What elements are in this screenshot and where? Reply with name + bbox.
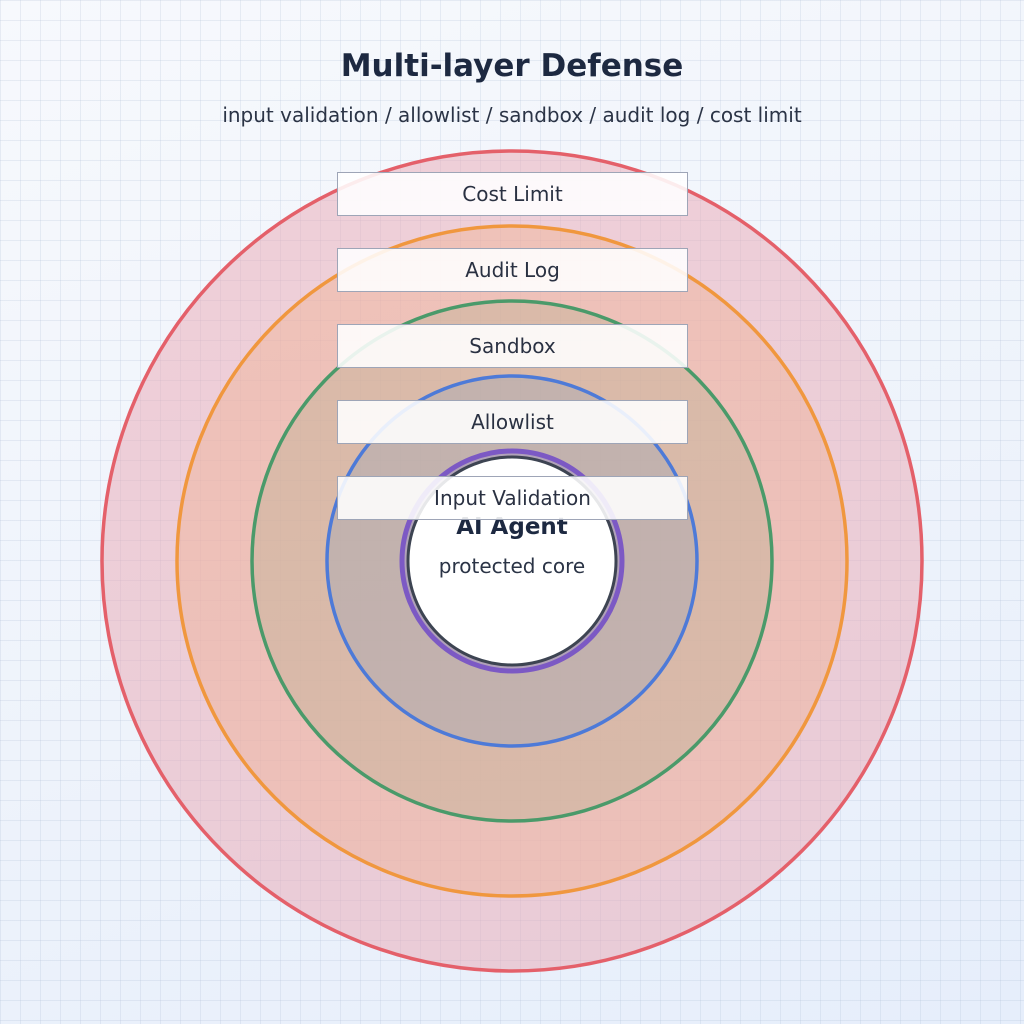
label-sandbox: Sandbox bbox=[337, 324, 688, 368]
core-subtitle: protected core bbox=[439, 554, 585, 578]
label-allowlist: Allowlist bbox=[337, 400, 688, 444]
diagram-title: Multi-layer Defense bbox=[340, 48, 684, 84]
label-audit-log: Audit Log bbox=[337, 248, 688, 292]
diagram-subtitle: input validation / allowlist / sandbox /… bbox=[222, 103, 802, 127]
label-input-validation: Input Validation bbox=[337, 476, 688, 520]
label-cost-limit: Cost Limit bbox=[337, 172, 688, 216]
